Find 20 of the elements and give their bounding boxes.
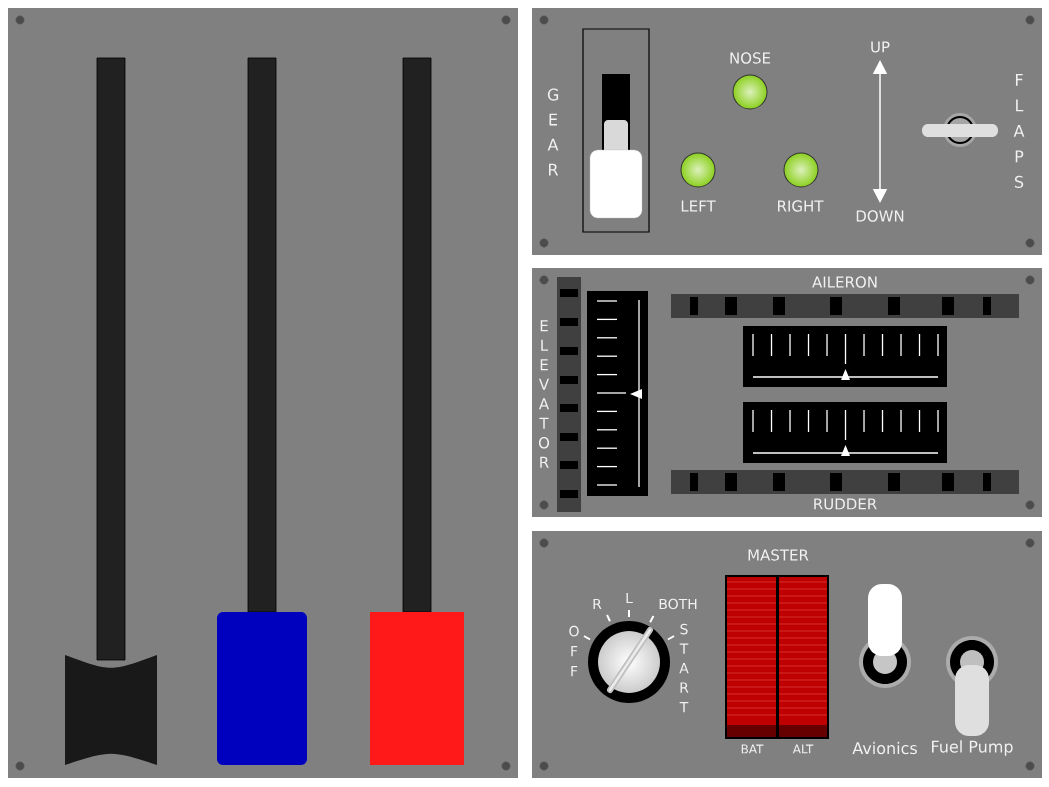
panel-label: AILERON [812, 276, 877, 288]
panel-label: UP [871, 41, 890, 53]
panel-label: L [626, 592, 633, 604]
panel-label: R [593, 598, 602, 610]
panel-label: DOWN [856, 210, 904, 222]
panel-label: NOSE [730, 52, 771, 64]
panel-label: BOTH [659, 598, 697, 610]
panel-label: ALT [792, 744, 814, 754]
panel-label: Avionics [852, 741, 917, 755]
vertical-label: FLAPS [1013, 74, 1025, 188]
panel-label: Fuel Pump [932, 740, 1013, 756]
panel-label: MASTER [748, 549, 809, 561]
panel-label: RUDDER [814, 498, 877, 510]
panel-label: BAT [741, 744, 764, 754]
panel-label: LEFT [681, 200, 716, 212]
vertical-label: START [679, 623, 689, 713]
vertical-label: ELEVATOR [538, 320, 550, 468]
panel-label: RIGHT [778, 200, 824, 212]
vertical-label: OFF [569, 625, 579, 677]
vertical-label: GEAR [547, 88, 559, 176]
